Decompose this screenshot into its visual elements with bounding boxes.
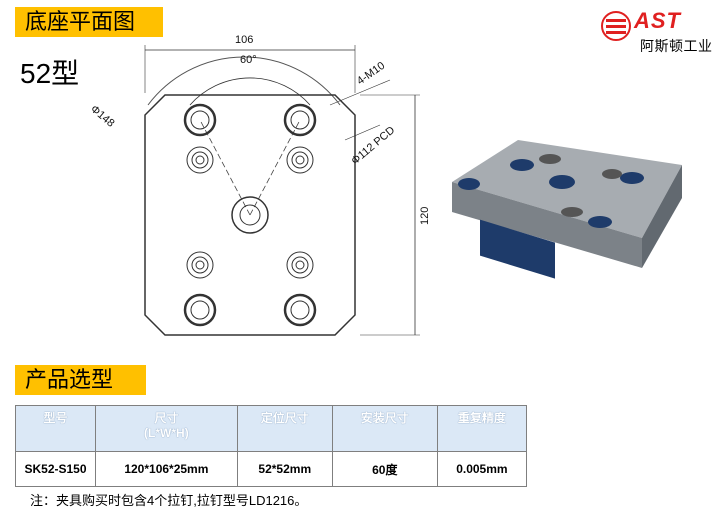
cell-locating-size: 52*52mm: [236, 451, 333, 487]
header-install-size: 安装尺寸: [331, 405, 438, 452]
table-header-row: 型号 尺寸(L*W*H) 定位尺寸 安装尺寸 重复精度: [15, 405, 528, 452]
logo-company-name: 阿斯顿工业: [640, 38, 713, 54]
dim-height-label: 120: [419, 207, 431, 225]
angle-label: 60°: [240, 54, 257, 66]
product-photo: [452, 140, 682, 279]
header-size: 尺寸(L*W*H): [95, 405, 238, 452]
header-repeatability: 重复精度: [436, 405, 528, 452]
diameter-outer-label: Φ148: [88, 103, 117, 130]
spec-table: 型号 尺寸(L*W*H) 定位尺寸 安装尺寸 重复精度 SK52-S150 12…: [15, 405, 528, 487]
section-banner-selection: 产品选型: [15, 365, 146, 395]
base-plan-drawing: 106 60° 4-M10 Φ148 Φ112 PCD 120: [88, 34, 431, 336]
model-type-label: 52型: [20, 58, 80, 89]
footnote: 注：夹具购买时包含4个拉钉,拉钉型号LD1216。: [30, 493, 308, 508]
dim-width-label: 106: [235, 34, 253, 46]
cell-size: 120*106*25mm: [95, 451, 238, 487]
pcd-label: Φ112 PCD: [349, 124, 397, 167]
table-row: SK52-S150 120*106*25mm 52*52mm 60度 0.005…: [15, 451, 528, 487]
section-banner-plan: 底座平面图: [15, 7, 163, 37]
cell-repeatability: 0.005mm: [436, 451, 528, 487]
header-locating-size: 定位尺寸: [236, 405, 333, 452]
header-model: 型号: [15, 405, 96, 452]
cell-model: SK52-S150: [15, 451, 96, 487]
ast-logo-icon: [601, 11, 631, 41]
cell-install-size: 60度: [331, 451, 438, 487]
logo-brand: AST: [634, 8, 681, 33]
